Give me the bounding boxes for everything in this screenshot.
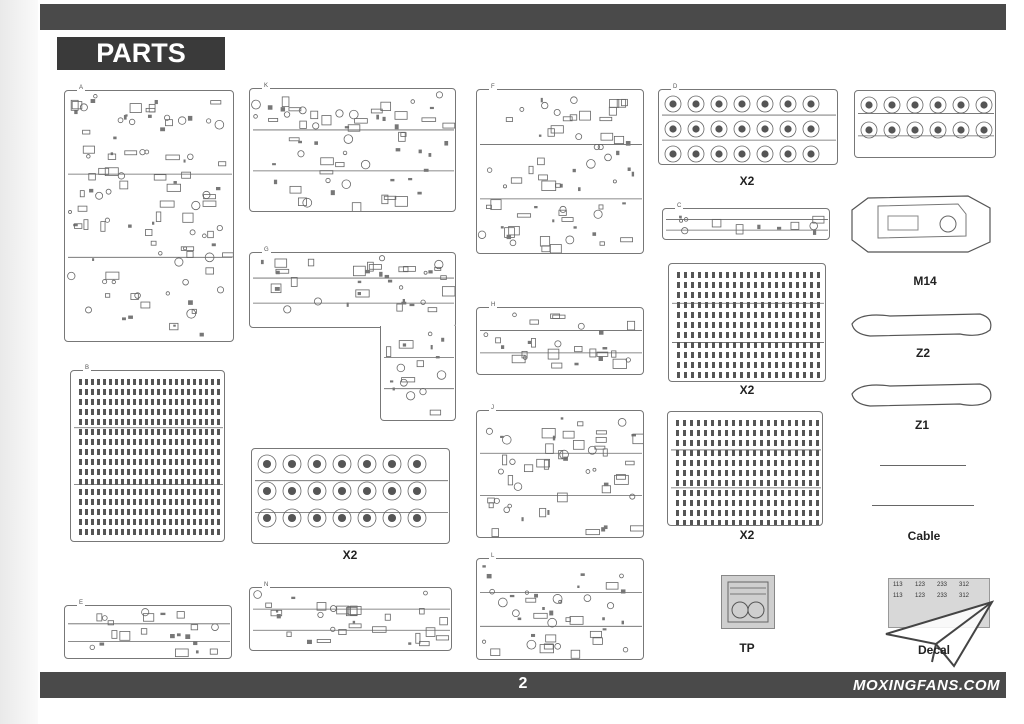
fender-z2 bbox=[850, 310, 996, 340]
sprue-e: E bbox=[64, 600, 232, 659]
site-watermark: MOXINGFANS.COM bbox=[852, 677, 1000, 694]
label-m14: M14 bbox=[913, 274, 937, 288]
sprue-a: A bbox=[64, 85, 234, 342]
sprue-k: K bbox=[249, 83, 456, 212]
label-z2: Z2 bbox=[915, 346, 930, 360]
sprue-wheels-small bbox=[854, 90, 996, 158]
sprue-l: L bbox=[476, 553, 644, 660]
top-bar bbox=[40, 4, 1006, 30]
label-x2-wheels: X2 bbox=[342, 548, 358, 562]
page-number: 2 bbox=[518, 675, 528, 692]
photo-etch-tp bbox=[721, 575, 775, 629]
label-z1: Z1 bbox=[914, 418, 929, 432]
paper-plane-watermark-icon bbox=[885, 600, 994, 668]
sprue-tracks1 bbox=[668, 263, 826, 382]
sprue-tracks2 bbox=[667, 411, 823, 526]
fender-z1 bbox=[850, 380, 996, 410]
bottom-bar: 2 MOXINGFANS.COM bbox=[40, 672, 1006, 698]
cable-line-2 bbox=[872, 505, 974, 506]
sprue-d: D bbox=[658, 84, 838, 165]
label-decal: Decal bbox=[917, 643, 951, 657]
label-tp: TP bbox=[739, 641, 755, 655]
sprue-g-lower bbox=[380, 326, 456, 421]
sprue-g: G bbox=[249, 247, 456, 328]
page-title: PARTS bbox=[57, 37, 225, 70]
sprue-b: B bbox=[70, 365, 225, 542]
sprue-c: C bbox=[662, 203, 830, 240]
hull-m14 bbox=[848, 190, 994, 260]
sprue-j: J bbox=[476, 405, 644, 538]
sprue-h: H bbox=[476, 302, 644, 375]
label-cable: Cable bbox=[907, 529, 941, 543]
sprue-f: F bbox=[476, 84, 644, 254]
label-x2-d: X2 bbox=[739, 174, 755, 188]
label-x2-tracks2: X2 bbox=[739, 528, 755, 542]
cable-line-1 bbox=[880, 465, 966, 466]
page-binding bbox=[0, 0, 38, 724]
sprue-wheels bbox=[251, 448, 450, 544]
label-x2-tracks1: X2 bbox=[739, 383, 755, 397]
sprue-n: N bbox=[249, 582, 452, 651]
